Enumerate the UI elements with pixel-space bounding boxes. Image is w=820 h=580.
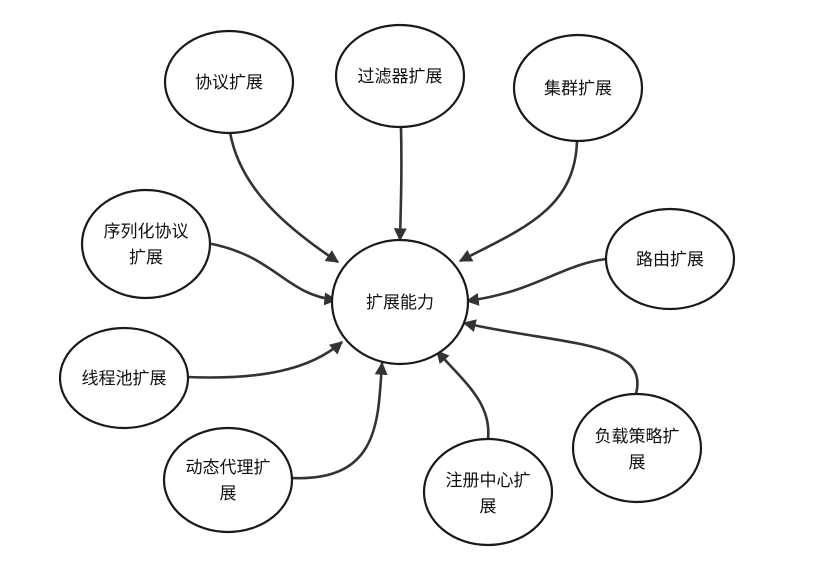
edge-router-to-center xyxy=(465,257,607,306)
node-router: 路由扩展 xyxy=(604,207,736,311)
node-proxy-label-line-1: 动态代理扩 xyxy=(186,458,271,478)
node-loadbalance-label-line-2: 展 xyxy=(629,453,646,473)
edge-threadpool-to-center xyxy=(186,341,343,379)
node-threadpool-label: 线程池扩展 xyxy=(82,369,167,389)
edge-filter-to-center xyxy=(393,126,407,242)
node-filter-shape xyxy=(334,23,466,129)
node-serialization-label-line-1: 序列化协议 xyxy=(104,222,189,242)
node-cluster-shape xyxy=(512,33,644,143)
node-router-label: 路由扩展 xyxy=(636,250,704,270)
node-registry-label-line-2: 展 xyxy=(480,497,497,517)
node-cluster: 集群扩展 xyxy=(512,33,644,143)
edge-loadbalance-to-center xyxy=(462,319,639,395)
edge-cluster-to-center xyxy=(458,140,579,263)
node-center: 扩展能力 xyxy=(330,238,470,366)
node-cluster-label: 集群扩展 xyxy=(544,79,612,99)
node-loadbalance: 负载策略扩 展 xyxy=(571,392,703,504)
node-registry-shape xyxy=(422,437,554,547)
node-threadpool: 线程池扩展 xyxy=(58,326,190,430)
node-protocol-shape xyxy=(163,29,295,135)
node-filter: 过滤器扩展 xyxy=(334,23,466,129)
node-serialization: 序列化协议 扩展 xyxy=(80,188,212,300)
edge-serialization-to-center xyxy=(206,241,338,306)
node-center-label: 扩展能力 xyxy=(366,293,434,313)
node-registry: 注册中心扩 展 xyxy=(422,437,554,547)
node-threadpool-shape xyxy=(58,326,190,430)
node-serialization-shape xyxy=(80,188,212,300)
node-proxy: 动态代理扩 展 xyxy=(162,426,294,534)
edge-proxy-to-center xyxy=(290,361,388,480)
node-loadbalance-shape xyxy=(571,392,703,504)
edge-protocol-to-center xyxy=(228,131,340,264)
node-protocol: 协议扩展 xyxy=(163,29,295,135)
edge-registry-to-center xyxy=(436,350,490,440)
node-protocol-label: 协议扩展 xyxy=(195,73,263,93)
node-proxy-shape xyxy=(162,426,294,534)
node-serialization-label-line-2: 扩展 xyxy=(129,248,163,268)
node-router-shape xyxy=(604,207,736,311)
node-registry-label-line-1: 注册中心扩 xyxy=(446,471,531,491)
node-proxy-label-line-2: 展 xyxy=(220,484,237,504)
node-loadbalance-label-line-1: 负载策略扩 xyxy=(595,427,680,447)
edges xyxy=(186,126,639,480)
node-center-shape xyxy=(330,238,470,366)
node-filter-label: 过滤器扩展 xyxy=(358,67,443,87)
